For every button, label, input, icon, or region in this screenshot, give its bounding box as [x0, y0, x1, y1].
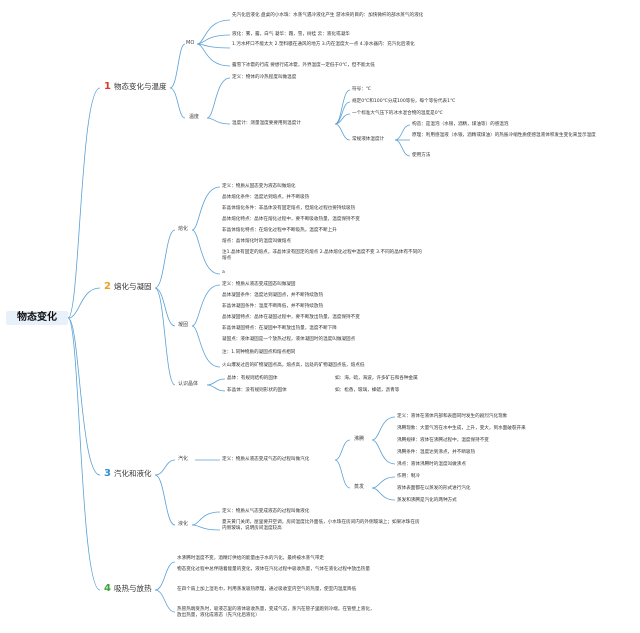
- b1-temp-def: 定义：物体的冷热程度叫做温度: [232, 75, 297, 80]
- branch-4-number: 4: [104, 583, 111, 594]
- b3-liq-item-2: 夏天黄门关闭，屋里要开空调，房间温度比外面低，小水珠在房间内的外侧玻璃上；如果冰…: [222, 520, 420, 532]
- b4-item-2: 物态变化过程中总伴随着能量的变化，液体在汽化过程中吸收热量，气体在液化过程中放出…: [177, 567, 370, 572]
- b3-boil-item-3: 沸腾规律：液体在沸腾过程中，温度保持不变: [397, 438, 489, 443]
- branch-3-label: 汽化和液化: [113, 469, 152, 478]
- b4-item-3: 在四个扇上加上湿毛巾，利用蒸发吸热原理，通过吸收室内空气的热量，使室内温度降低: [177, 587, 357, 592]
- b2-freeze-item-3: 非晶体凝固条件：温度不断降低，并不断持续放热: [222, 304, 324, 309]
- b1-principle: 原理：利用感温液（水银，酒精或煤油）的热胀冷缩性质使感温液体积发生变化来显示温度: [412, 133, 596, 138]
- b2-freeze-item-6: 凝固点：液体凝固是一个放热过程，液体凝固时的温度叫做凝固点: [222, 337, 356, 342]
- branch-1-label: 物态变化与温度: [113, 82, 167, 91]
- b2-melting: 熔化: [178, 226, 189, 232]
- b2-freeze-item-7: 注：1.同种物质的凝固点和熔点相同: [222, 350, 296, 355]
- b2-freeze-item-2: 晶体凝固条件：温度达到凝固点，并不断持续放热: [222, 293, 324, 298]
- branch-4-label: 吸热与放热: [113, 584, 152, 593]
- b1-mo-item-1: 先汽化后液化 盘桌的小水珠：水蒸气遇冷液化产生 游冰块的目的：加快微杆的部水蒸气…: [232, 13, 424, 18]
- b2-crystal: 晶体：有规则结构的固体: [227, 376, 278, 381]
- b3-boil-item-4: 沸腾条件：温度达到沸点，并不断吸热: [397, 450, 476, 455]
- b3-boil-item-1: 定义：液体在液体内部和表面同时发生的剧烈汽化现象: [397, 414, 508, 419]
- branch-2-label: 熔化与凝固: [113, 282, 152, 291]
- b1-symbol: 符号：℃: [352, 87, 371, 92]
- b2-freeze-item-1: 定义：物质从液态变成固态叫做凝固: [222, 282, 296, 287]
- b2-melt-item-1: 定义：物质从固态变为液态叫做熔化: [222, 184, 296, 189]
- b1-liquid-thermometer: 常规液体温度计: [352, 137, 385, 142]
- b2-noncrystal-examples: 如：松香，玻璃，蜂蜡，沥青等: [335, 388, 400, 393]
- b3-evap-item-1: 作用：制冷: [397, 474, 420, 479]
- b3-boil-item-2: 沸腾现象：大量气泡在水中生成，上升，变大，到水面破裂开来: [397, 426, 526, 431]
- b2-melt-item-2: 晶体熔化条件：温度达到熔点，并不断吸热: [222, 195, 310, 200]
- b3-evap-item-3: 蒸发和沸腾是汽化的两种方式: [397, 498, 457, 503]
- b1-mo: MO: [186, 40, 195, 46]
- b3-vaporization: 汽化: [178, 456, 189, 462]
- b3-evap-item-2: 液体表面都在以蒸发的形式进行汽化: [397, 486, 471, 491]
- root-node: 物态变化: [6, 311, 68, 325]
- b2-melt-item-6: 熔点：晶体熔化时的温度叫做熔点: [222, 239, 291, 244]
- b3-boil-item-5: 沸点：液体沸腾时的温度叫做沸点: [397, 462, 466, 467]
- b2-crystal-examples: 如：海，硫，海波，许多矿石和各种金属: [335, 376, 418, 381]
- b2-melt-item-4: 晶体熔化特点：晶体在熔化过程中，要不断吸收热量，温度保持不变: [222, 217, 360, 222]
- b1-scale: 规定0℃和100℃分成100等份，每个等份代表1℃: [352, 99, 456, 104]
- b1-usage: 使用方法: [412, 153, 431, 158]
- b2-freeze-item-4: 晶体凝固特点：晶体在凝固过程中，要不断放出热量，温度保持不变: [222, 315, 360, 320]
- b2-noncrystal: 非晶体：没有规则形状的固体: [227, 388, 287, 393]
- b2-recognize-crystal: 认识晶体: [178, 381, 199, 387]
- b3-liquefaction: 液化: [178, 521, 189, 527]
- b1-thermometer: 温度计：测量温度要要用到温度计: [232, 121, 301, 126]
- b1-temperature: 温度: [189, 114, 200, 120]
- b4-item-1: 水沸腾时温度不变，酒精灯供给的能量由于水的汽化，最终被水蒸气带走: [177, 556, 325, 561]
- b2-freezing: 凝固: [178, 322, 189, 328]
- b2-freeze-item-5: 非晶体凝固特点：在凝固中不断放出热量，温度不断下降: [222, 326, 337, 331]
- branch-2-number: 2: [104, 281, 111, 292]
- b1-ice-point: 一个标准大气压下的冰水混合物的温度是0℃: [352, 111, 443, 116]
- b2-melt-item-5: 非晶体熔化特点：在熔化过程中不断吸热，温度不断上升: [222, 228, 337, 233]
- b1-structure: 构造：是温泡（水银，酒精，煤油等）的感温泡: [412, 122, 509, 127]
- b4-item-4: 热管热端受热时，吸液芯里的液体吸收热量，变成气态，蒸汽在管子里跑到冷端，在管壁上…: [177, 607, 375, 619]
- b3-evaporation: 蒸发: [354, 484, 365, 490]
- branch-3-number: 3: [104, 468, 111, 479]
- b2-melt-item-8: a: [222, 270, 225, 275]
- b1-mo-item-2: 液化：雾，露，白气 凝华：霜，雪，树挂 云：液化或凝华: [232, 32, 350, 37]
- b1-mo-item-3: 1.污水杯口不能太大 2.塑料膜在通风的地方 3.内在温度大一点 4.净水器内：…: [232, 42, 415, 47]
- b3-boiling: 沸腾: [354, 436, 365, 442]
- b3-liq-item-1: 定义：物质从气态变成液态的过程叫做液化: [222, 509, 310, 514]
- b1-mo-item-4: 露雪下冰雹的行成 要想行成冰雹，外界温度一定低于0℃，但不能太低: [232, 63, 375, 68]
- b2-freeze-item-8: 火山爆发过后的矿物凝固点高，熔点高，远处的矿物凝固点低，熔点低: [222, 363, 365, 368]
- b3-vapor-def: 定义：物质从液态变成气态的过程叫做汽化: [222, 457, 310, 462]
- b2-melt-item-7: 注1.晶体有固定的熔点，非晶体没有固定的熔点 2.晶体熔化过程中温度不变 3.不…: [222, 250, 422, 262]
- b2-melt-item-3: 非晶体熔化条件：非晶体没有固定熔点，但熔化过程也要持续吸热: [222, 206, 356, 211]
- branch-1-number: 1: [104, 81, 111, 92]
